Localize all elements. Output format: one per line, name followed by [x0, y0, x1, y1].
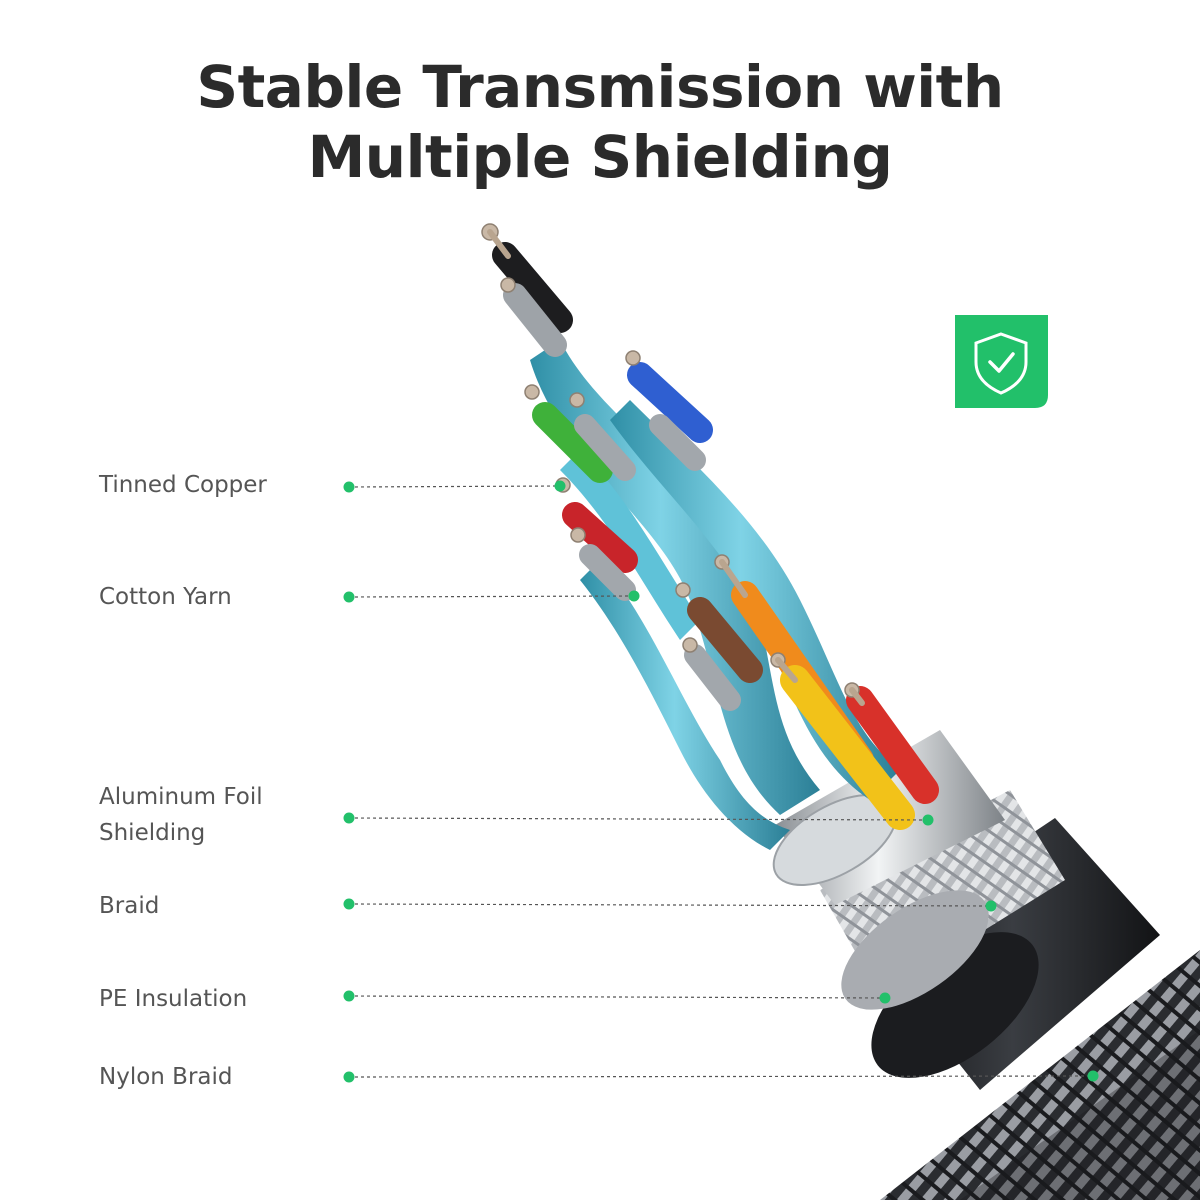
- title-line-2: Multiple Shielding: [307, 123, 893, 191]
- title-line-1: Stable Transmission with: [196, 53, 1004, 121]
- shield-check-icon: [955, 315, 1048, 408]
- pe-insulation: [865, 818, 1160, 1090]
- page-title: Stable Transmission with Multiple Shield…: [0, 52, 1200, 192]
- leader-lines: [348, 485, 1094, 1078]
- nylon-braid: [880, 950, 1200, 1200]
- metal-braid: [820, 790, 1065, 1010]
- leader-dots: [343, 480, 1099, 1083]
- conductors: [481, 223, 939, 830]
